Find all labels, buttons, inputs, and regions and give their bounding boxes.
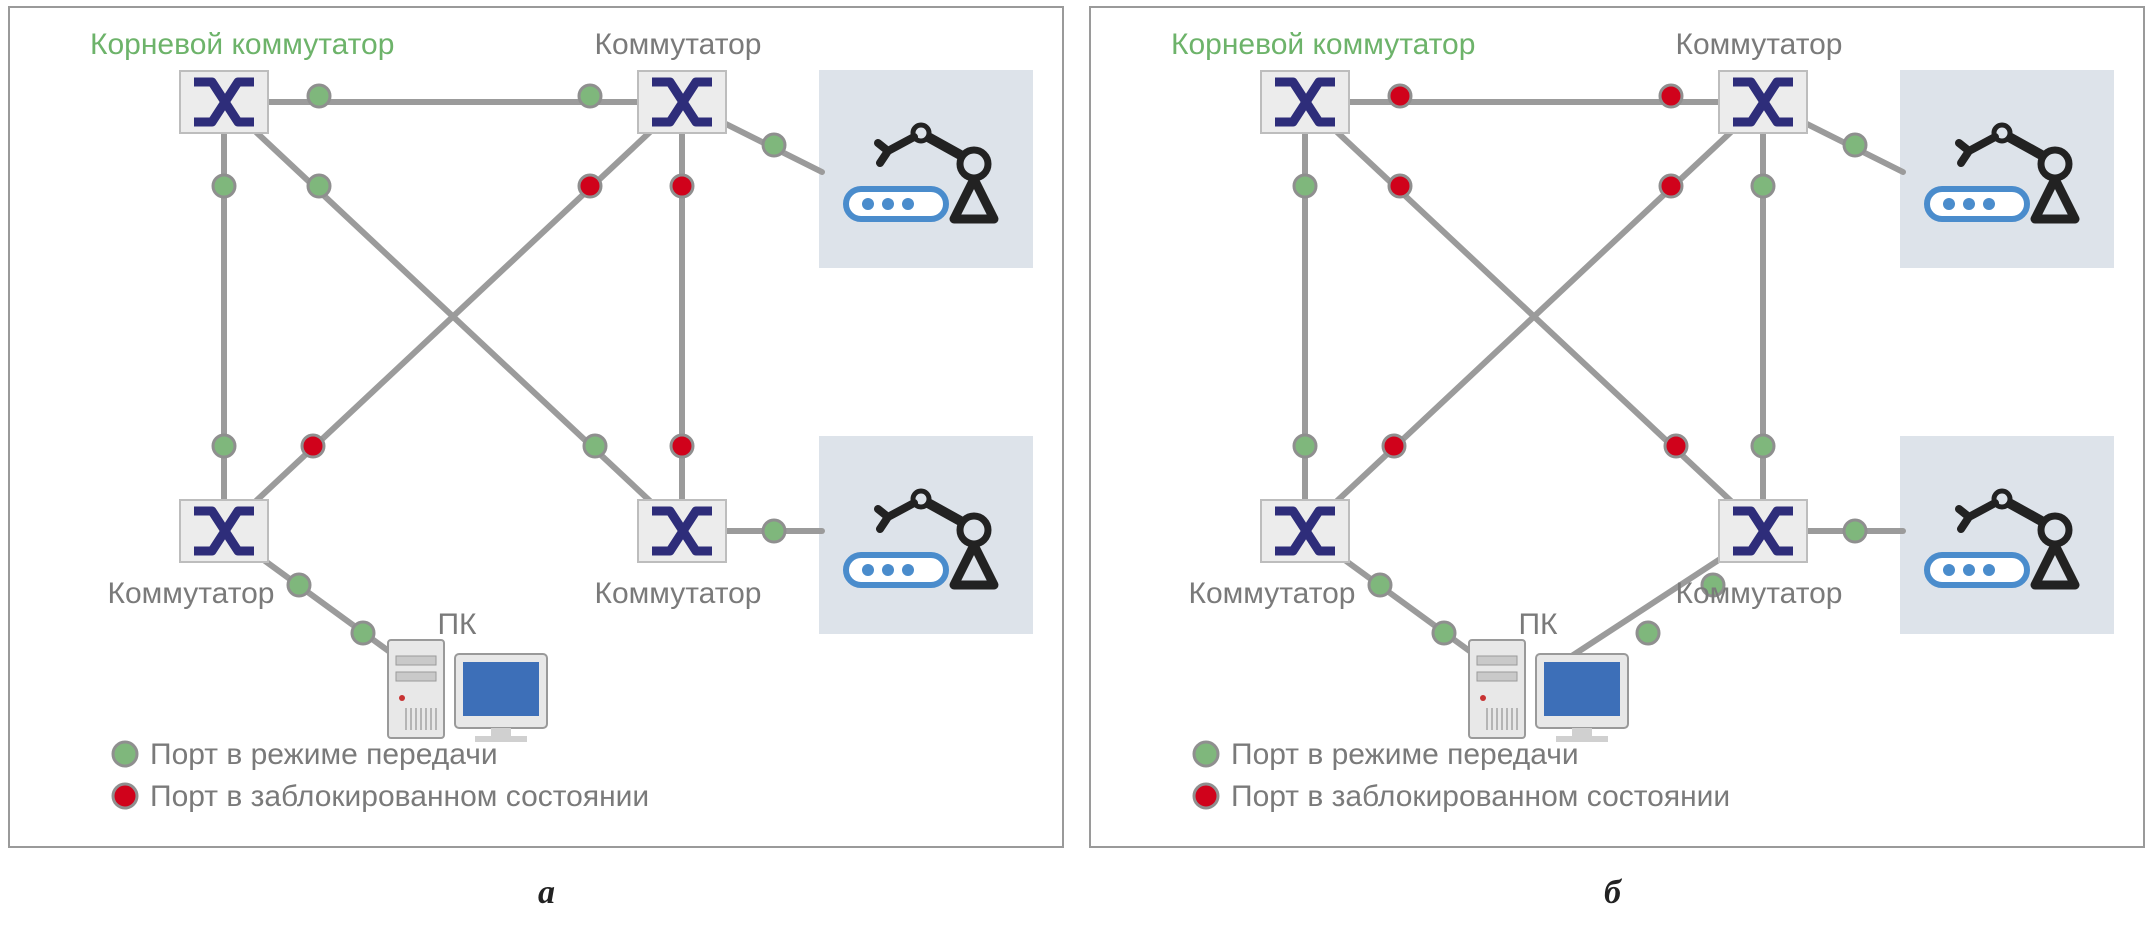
port-blocked-icon [1387, 83, 1413, 109]
legend-label: Порт в режиме передачи [1231, 738, 1579, 771]
port-blocked-icon [1381, 433, 1407, 459]
port-blocked-icon [1387, 173, 1413, 199]
root-switch-icon [1260, 70, 1350, 134]
port-forwarding-icon [211, 433, 237, 459]
port-forwarding-icon [286, 572, 312, 598]
port-blocked-icon [669, 433, 695, 459]
switch-icon [1718, 499, 1808, 563]
pc-label: ПК [437, 608, 477, 641]
switch-label-bottom-left: Коммутатор [1189, 577, 1356, 610]
port-forwarding-icon [1292, 433, 1318, 459]
port-forwarding-icon [582, 433, 608, 459]
port-forwarding-icon [761, 518, 787, 544]
robot-cell-background [819, 436, 1033, 634]
pc-icon [387, 639, 548, 742]
switch-label-bottom-left: Коммутатор [108, 577, 275, 610]
port-forwarding-icon [1292, 173, 1318, 199]
caption-b: б [1604, 874, 1621, 911]
legend-blocked-port-icon [111, 782, 139, 810]
robot-cell-background [1900, 70, 2114, 268]
port-forwarding-icon [1842, 132, 1868, 158]
legend-label: Порт в заблокированном состоянии [1231, 780, 1730, 813]
industrial-robot-icon [843, 488, 999, 590]
switch-label-top-right: Коммутатор [595, 28, 762, 61]
port-forwarding-icon [306, 173, 332, 199]
caption-a: а [538, 874, 555, 911]
switch-icon [637, 70, 727, 134]
switch-label-top-right: Коммутатор [1676, 28, 1843, 61]
port-forwarding-icon [1431, 620, 1457, 646]
port-blocked-icon [1658, 173, 1684, 199]
legend-label: Порт в режиме передачи [150, 738, 498, 771]
switch-label-bottom-right: Коммутатор [1676, 577, 1843, 610]
pc-icon [1468, 639, 1629, 742]
link-top-to-bottom-left [1302, 99, 1766, 534]
port-forwarding-icon [1700, 572, 1726, 598]
pc-label: ПК [1518, 608, 1558, 641]
port-forwarding-icon [1750, 173, 1776, 199]
switch-icon [637, 499, 727, 563]
port-forwarding-icon [350, 620, 376, 646]
port-forwarding-icon [211, 173, 237, 199]
legend-forwarding-port-icon [1192, 740, 1220, 768]
robot-cell-background [819, 70, 1033, 268]
port-blocked-icon [669, 173, 695, 199]
port-forwarding-icon [761, 132, 787, 158]
legend-forwarding-port-icon [111, 740, 139, 768]
port-forwarding-icon [1635, 620, 1661, 646]
port-forwarding-icon [1842, 518, 1868, 544]
port-blocked-icon [1663, 433, 1689, 459]
legend-label: Порт в заблокированном состоянии [150, 780, 649, 813]
switch-icon [1718, 70, 1808, 134]
port-forwarding-icon [577, 83, 603, 109]
root-switch-label: Корневой коммутатор [1171, 28, 1475, 61]
link-top-to-bottom-left [221, 99, 685, 534]
switch-label-bottom-right: Коммутатор [595, 577, 762, 610]
robot-cell-background [1900, 436, 2114, 634]
port-blocked-icon [1658, 83, 1684, 109]
industrial-robot-icon [1924, 122, 2080, 224]
industrial-robot-icon [1924, 488, 2080, 590]
root-switch-label: Корневой коммутатор [90, 28, 394, 61]
port-blocked-icon [300, 433, 326, 459]
port-blocked-icon [577, 173, 603, 199]
legend-blocked-port-icon [1192, 782, 1220, 810]
port-forwarding-icon [1750, 433, 1776, 459]
switch-icon [179, 499, 269, 563]
root-switch-icon [179, 70, 269, 134]
industrial-robot-icon [843, 122, 999, 224]
switch-icon [1260, 499, 1350, 563]
port-forwarding-icon [1367, 572, 1393, 598]
port-forwarding-icon [306, 83, 332, 109]
